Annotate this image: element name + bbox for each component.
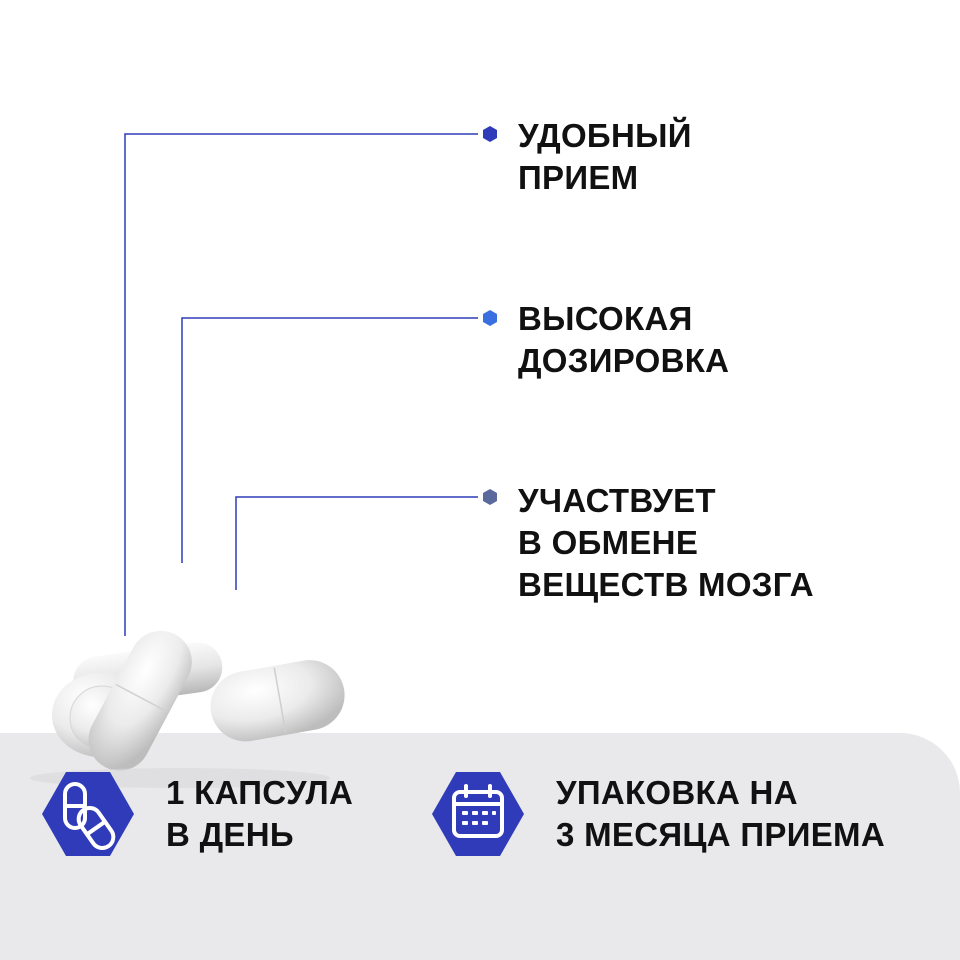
info-one-capsule-daily: 1 КАПСУЛА В ДЕНЬ: [40, 766, 353, 862]
connector-line-1: [124, 133, 478, 636]
calendar-icon: [432, 772, 524, 856]
connector-line-3: [235, 496, 478, 590]
capsule-icon: [42, 772, 134, 856]
feature-high-dosage: ВЫСОКАЯ ДОЗИРОВКА: [518, 298, 729, 382]
info-text-line: УПАКОВКА НА: [556, 774, 798, 811]
info-three-month-pack: УПАКОВКА НА 3 МЕСЯЦА ПРИЕМА: [430, 766, 885, 862]
connector-line-2: [181, 317, 478, 563]
capsules-image: [30, 630, 345, 788]
hexagon-marker-3: [483, 489, 497, 505]
feature-text-line: ВЕЩЕСТВ МОЗГА: [518, 566, 814, 603]
info-text-line: 1 КАПСУЛА: [166, 774, 354, 811]
feature-text-line: ПРИЕМ: [518, 159, 639, 196]
info-text-line: 3 МЕСЯЦА ПРИЕМА: [556, 816, 885, 853]
feature-convenient-intake: УДОБНЫЙ ПРИЕМ: [518, 115, 692, 199]
hexagon-marker-1: [483, 126, 497, 142]
feature-text-line: ВЫСОКАЯ: [518, 300, 693, 337]
hexagon-marker-2: [483, 310, 497, 326]
feature-text-line: В ОБМЕНЕ: [518, 524, 699, 561]
feature-text-line: ДОЗИРОВКА: [518, 342, 730, 379]
feature-text-line: УЧАСТВУЕТ: [518, 482, 716, 519]
feature-brain-metabolism: УЧАСТВУЕТ В ОБМЕНЕ ВЕЩЕСТВ МОЗГА: [518, 480, 814, 606]
feature-text-line: УДОБНЫЙ: [518, 117, 692, 154]
info-text-line: В ДЕНЬ: [166, 816, 294, 853]
